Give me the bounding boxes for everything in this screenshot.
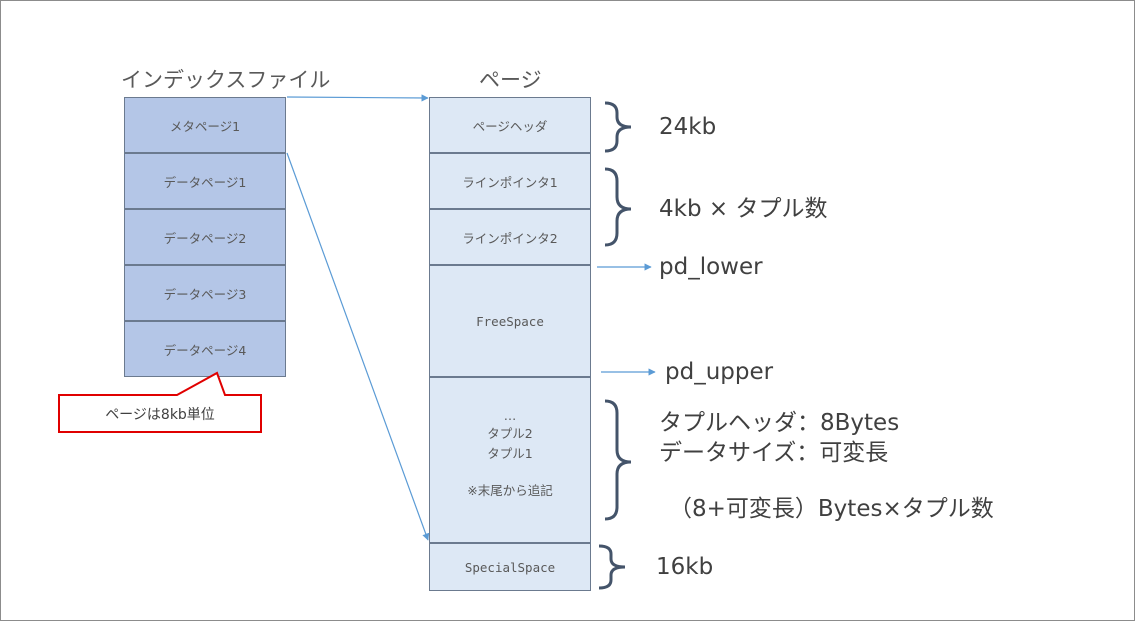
page-size-callout: ページは8kb単位	[105, 406, 215, 423]
tuples-block: … タプル2 タプル1 ※末尾から追記	[429, 377, 591, 543]
tuples-brace	[604, 399, 632, 521]
line-pointer-size-label: 4kb × タプル数	[659, 196, 828, 222]
data-page-to-special-arrow	[286, 152, 430, 541]
pd-upper-label: pd_upper	[665, 359, 774, 385]
data-page-3-block: データページ3	[124, 265, 286, 321]
tuple-2-label: タプル2	[487, 426, 533, 441]
line-pointer-brace	[604, 167, 632, 247]
tuple-total-label: （8+可変長）Bytes×タプル数	[669, 496, 994, 522]
special-space-block: SpecialSpace	[429, 543, 591, 591]
data-page-1-block: データページ1	[124, 153, 286, 209]
index-file-title: インデックスファイル	[121, 68, 331, 92]
special-size-label: 16kb	[656, 554, 714, 580]
data-page-2-block: データページ2	[124, 209, 286, 265]
data-size-label: データサイズ：可変長	[659, 440, 889, 466]
tuples-note: ※末尾から追記	[467, 483, 553, 498]
pd-lower-label: pd_lower	[659, 254, 763, 280]
special-brace	[598, 544, 626, 590]
header-size-label: 24kb	[659, 114, 717, 140]
tuple-1-label: タプル1	[487, 446, 533, 461]
page-header-block: ページヘッダ	[429, 97, 591, 153]
meta-to-page-arrow	[286, 94, 429, 102]
line-pointer-1-block: ラインポインタ1	[429, 153, 591, 209]
tuple-ellipsis: …	[503, 408, 517, 423]
free-space-block: FreeSpace	[429, 265, 591, 377]
header-brace	[604, 101, 632, 153]
data-page-4-block: データページ4	[124, 321, 286, 377]
callout-shape	[58, 371, 262, 433]
page-title: ページ	[479, 68, 542, 92]
line-pointer-2-block: ラインポインタ2	[429, 209, 591, 265]
tuple-header-label: タプルヘッダ：8Bytes	[659, 410, 900, 436]
meta-page-block: メタページ1	[124, 97, 286, 153]
